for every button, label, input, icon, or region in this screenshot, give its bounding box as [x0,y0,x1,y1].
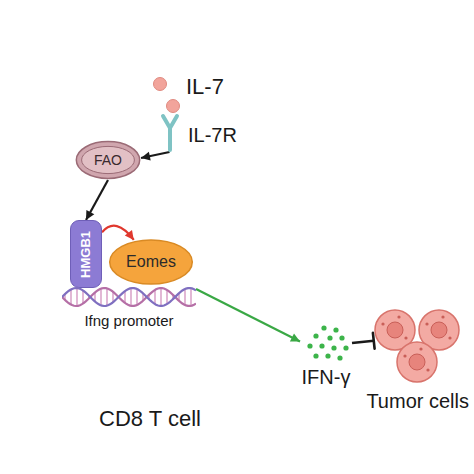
tumor-nucleus [387,322,403,338]
cytokine-dot [339,335,344,340]
label-box: HMGB1 [71,221,101,287]
organelle-dot [427,368,430,371]
cytokine-label: IFN-γ [302,366,351,388]
activation-arrow [86,180,108,220]
mitochondrion: FAO [75,140,141,180]
label-box: FAO [75,140,141,180]
inhibition-line [352,333,375,349]
cytokine-dot [331,345,336,350]
cytokine: IFN-γ [300,322,352,392]
cell-membrane [33,109,327,403]
cytokine-dot [333,327,338,332]
connector-line [196,289,300,342]
label-box: CD8 T cell [32,406,268,431]
tumor-label: Tumor cells [366,390,469,412]
organelle-dot [442,315,445,318]
cytokine-dots [300,322,352,362]
mitochondrion-label: FAO [94,152,122,168]
label-box: IFN-γ [300,366,352,389]
promoter-label: Ifng promoter [84,312,173,329]
organelle-dot [404,354,407,357]
cytokine-dot [319,343,324,348]
transcription-factor-label: Eomes [126,253,176,271]
protein-box: HMGB1 [70,220,102,288]
inhibition-bar [373,333,375,349]
ligand: IL-7 [152,74,236,114]
base-pair [160,288,162,306]
arrowhead [290,334,300,342]
dna-strand-line [62,288,196,306]
base-pair [106,288,108,305]
base-pair [166,290,168,304]
activation-arrow [141,152,170,161]
arrowhead [235,253,244,264]
organelle-dot [420,347,423,350]
base-pair [136,289,138,305]
secretion-arrow [196,289,300,342]
receptor-symbol [163,116,177,150]
activation-arrow [102,226,134,240]
dna-strand: Ifng promoter [62,284,196,334]
transcription-arrow [200,258,236,288]
cytokine-dot [337,355,342,360]
connector-line [102,226,134,240]
base-pair [100,289,102,306]
ligand-label: IL-7 [186,74,224,99]
transcription-factor: Eomes [108,238,194,286]
organelle-dot [426,322,429,325]
inner-membrane [82,146,135,173]
tumor-cell-drawing [365,306,469,386]
dna-helix [62,284,196,310]
arrowhead [125,230,134,240]
dna-strand-line [62,288,196,306]
cytokine-dot [321,325,326,330]
cytokine-dot [325,353,330,358]
label-box: IL-7 [186,74,224,99]
organelle-dot [398,315,401,318]
ligand-dot [167,100,180,113]
cell-label: CD8 T cell [99,406,201,431]
label-box: Ifng promoter [62,312,196,330]
cytokine-dot [307,343,312,348]
tumor-nucleus [431,322,447,338]
transcription-factor-outline [110,240,193,284]
organelle-dot [382,322,385,325]
protein-box-label: HMGB1 [79,231,94,278]
connector-line [352,341,374,343]
base-pair [82,290,84,303]
arrowhead [86,210,94,220]
cytokine-dot [313,333,318,338]
base-pair [76,288,78,306]
base-pair [130,288,132,306]
base-pair [154,290,156,304]
label-box: Tumor cells [365,390,470,413]
tumor-cell [397,342,437,382]
organelle-dot [405,336,408,339]
label-box: IL-7R [188,124,237,147]
tumor-nucleus [409,354,425,370]
arrowhead [141,152,151,161]
cytokine-dot [313,353,318,358]
receptor-label: IL-7R [188,124,237,146]
cell: CD8 T cellIL-7RFAOHMGB1EomesIfng promote… [32,108,328,404]
receptor: IL-7R [160,114,246,152]
label-box: Eomes [108,238,194,286]
nucleus [62,146,310,394]
cytokine-dot [343,345,348,350]
tumor-cells: Tumor cells [365,306,470,418]
base-pair [184,289,186,305]
connector-line [86,180,108,220]
cytokine-dot [327,335,332,340]
ligand-dot [154,78,167,91]
mitochondrion-outline [76,142,139,179]
base-pair [190,288,192,306]
base-pair [70,289,72,304]
organelle-dot [449,336,452,339]
